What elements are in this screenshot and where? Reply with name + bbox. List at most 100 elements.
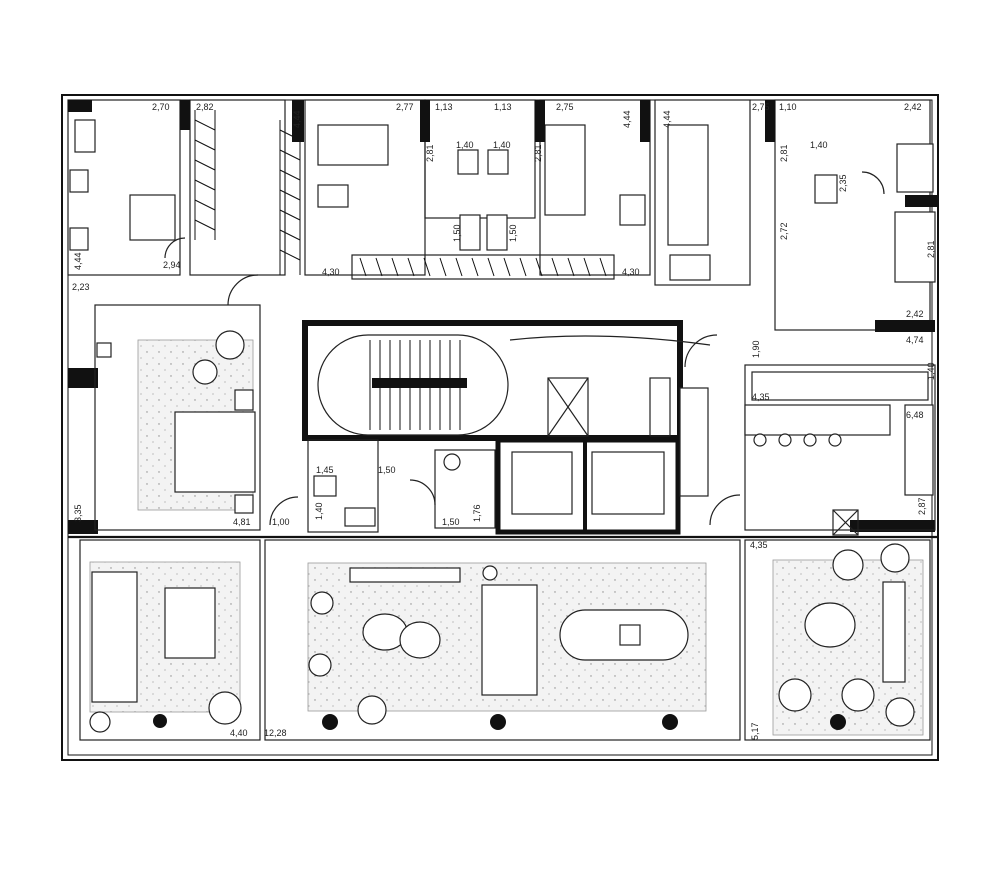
dimension-label: 2,75 [556, 102, 574, 112]
dimension-label: 4,30 [622, 267, 640, 277]
dimension-label: 1,90 [751, 340, 761, 358]
dimension-label: 4,44 [662, 110, 672, 128]
dimension-label: 1,00 [272, 517, 290, 527]
dimension-label: 4,35 [752, 392, 770, 402]
dimension-label: 2,23 [72, 282, 90, 292]
counter-icon [904, 404, 934, 496]
dimension-label: 1,50 [378, 465, 396, 475]
column [490, 714, 506, 730]
dimension-label: 4,44 [622, 110, 632, 128]
bench-icon [882, 581, 906, 683]
toilet-icon [814, 174, 838, 204]
dimension-label: 3,35 [73, 504, 83, 522]
toilet-icon [74, 119, 96, 153]
armchair-icon [308, 653, 332, 677]
counter-icon [751, 371, 929, 401]
armchair-icon [832, 549, 864, 581]
column [662, 714, 678, 730]
armchair-icon [778, 678, 812, 712]
sink-icon [69, 169, 89, 193]
dimension-label: 2,72 [779, 222, 789, 240]
armchair-icon [192, 359, 218, 385]
bed-icon [317, 124, 389, 166]
toilet-icon [457, 149, 479, 175]
dimension-label: 2,42 [904, 102, 922, 112]
plant-icon [89, 711, 111, 733]
dimension-label: 2,82 [196, 102, 214, 112]
dimension-label: 1,40 [314, 502, 324, 520]
dimension-label: 2,35 [838, 174, 848, 192]
elevators [495, 437, 681, 535]
sofa-icon [91, 571, 138, 703]
dimension-label: 4,40 [230, 728, 248, 738]
coffee-table-icon [164, 587, 216, 659]
elevator-2 [591, 451, 665, 515]
dimension-label: 2,87 [917, 497, 927, 515]
coffee-table-icon [399, 621, 441, 659]
sink-icon [669, 254, 711, 281]
closet-icon [486, 214, 508, 251]
column [830, 714, 846, 730]
dimension-label: 1,50 [452, 224, 462, 242]
stair-core [302, 320, 711, 441]
armchair-icon [215, 330, 245, 360]
kitchen [679, 364, 936, 536]
double-bed-icon [174, 411, 256, 493]
dimension-label: 2,75 [752, 102, 770, 112]
armchair-icon [208, 691, 242, 725]
sink-icon [344, 507, 376, 527]
dimension-label: 2,81 [779, 144, 789, 162]
service-room [434, 449, 496, 529]
bedroom-3 [539, 99, 651, 276]
living-dining [264, 539, 741, 741]
tv-room [79, 539, 261, 741]
dimension-label: 1,40 [493, 140, 511, 150]
armchair-icon [310, 591, 334, 615]
powder-room [307, 439, 496, 533]
stool-icon [778, 433, 792, 447]
plant-icon [880, 543, 910, 573]
chair-icon [619, 194, 646, 226]
closet-hangers-right [279, 120, 301, 275]
column [322, 714, 338, 730]
armchair-icon [841, 678, 875, 712]
sofa-icon [481, 584, 538, 696]
stool-icon [753, 433, 767, 447]
shared-bathroom [424, 99, 536, 219]
dimension-label: 2,42 [906, 309, 924, 319]
dimension-label: 4,74 [906, 335, 924, 345]
sink-icon [896, 143, 934, 193]
closet-hangers-left [194, 110, 216, 240]
dimension-label: 6,48 [906, 410, 924, 420]
dimension-label: 4,44 [292, 110, 302, 128]
dimension-label: 4,35 [750, 540, 768, 550]
dimension-label: 1,40 [810, 140, 828, 150]
dimension-label: 2,81 [533, 144, 543, 162]
dimension-label: 4,30 [322, 267, 340, 277]
toilet-icon [487, 149, 509, 175]
dimension-label: 1,13 [494, 102, 512, 112]
terrace [744, 539, 931, 741]
dimension-label: 12,28 [264, 728, 287, 738]
closet-icon [459, 214, 481, 251]
dimension-label: 1,50 [508, 224, 518, 242]
nightstand-icon [234, 389, 254, 411]
column [153, 714, 167, 728]
dimension-label: 2,70 [152, 102, 170, 112]
wardrobe-strip [351, 254, 615, 280]
dimension-labels: 2,70 2,82 4,44 2,77 1,13 1,13 2,75 4,44 … [72, 102, 936, 740]
master-bedroom [94, 304, 261, 531]
handrail [372, 378, 467, 388]
bed-icon [894, 211, 936, 283]
nightstand-icon [234, 494, 254, 514]
dimension-label: 4,81 [233, 517, 251, 527]
dimension-label: 2,77 [396, 102, 414, 112]
elevator-1 [511, 451, 573, 515]
side-table-icon [804, 602, 856, 648]
dimension-label: 1,40 [456, 140, 474, 150]
stool-icon [828, 433, 842, 447]
clock-icon [482, 565, 498, 581]
centerpiece-icon [619, 624, 641, 646]
sideboard-icon [349, 567, 461, 583]
